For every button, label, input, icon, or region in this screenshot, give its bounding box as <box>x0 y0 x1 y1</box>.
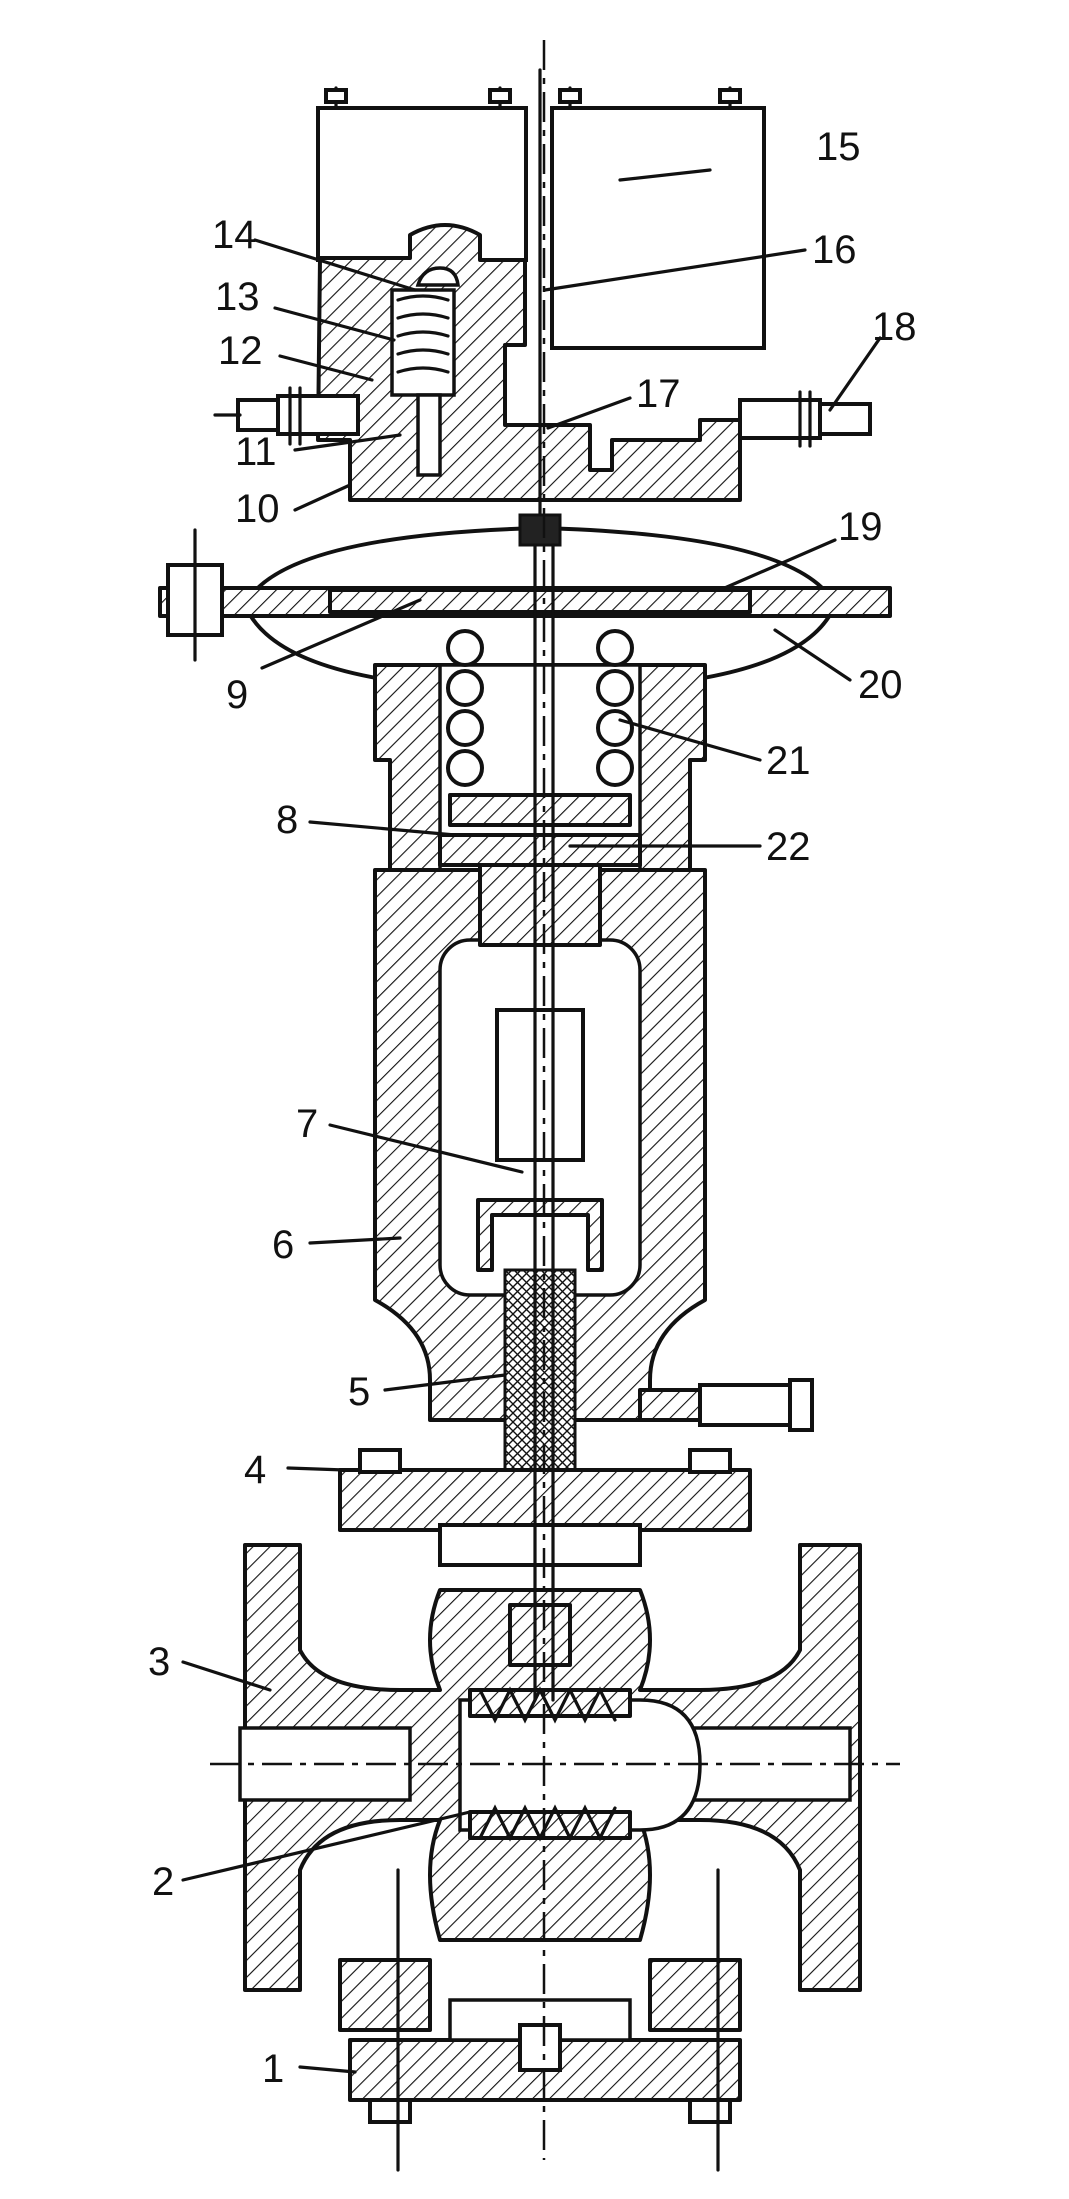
callout-18: 18 <box>872 305 917 349</box>
actuator-housing-right <box>550 86 766 350</box>
callout-12: 12 <box>218 329 263 373</box>
callout-17: 17 <box>636 372 681 416</box>
yoke-bonnet <box>373 863 814 1512</box>
pilot-valve-block <box>316 223 742 502</box>
callout-9: 9 <box>226 673 248 717</box>
callout-4: 4 <box>244 1448 266 1492</box>
callout-8: 8 <box>276 798 298 842</box>
callout-5: 5 <box>348 1370 370 1414</box>
callout-22: 22 <box>766 825 811 869</box>
callout-13: 13 <box>215 275 260 319</box>
callout-labels: 1 2 3 4 5 6 7 8 9 10 11 12 13 14 15 16 1… <box>148 125 917 2091</box>
callout-1: 1 <box>262 2047 284 2091</box>
callout-20: 20 <box>858 663 903 707</box>
callout-19: 19 <box>838 505 883 549</box>
callout-11: 11 <box>235 430 277 474</box>
callout-2: 2 <box>152 1860 174 1904</box>
callout-7: 7 <box>296 1102 318 1146</box>
right-port-fitting <box>738 390 872 448</box>
spring-coils <box>446 629 634 787</box>
plug-bellows <box>468 1686 632 1842</box>
left-port-fitting <box>213 386 360 446</box>
callout-6: 6 <box>272 1223 294 1267</box>
callout-3: 3 <box>148 1640 170 1684</box>
callout-21: 21 <box>766 739 811 783</box>
callout-14: 14 <box>212 213 257 257</box>
leader-lines <box>181 168 882 2074</box>
spring-housing <box>373 629 707 872</box>
bottom-cover <box>338 1958 742 2124</box>
callout-16: 16 <box>812 228 857 272</box>
callout-10: 10 <box>235 487 280 531</box>
valve-body <box>238 1543 862 1992</box>
callout-15: 15 <box>816 125 861 169</box>
